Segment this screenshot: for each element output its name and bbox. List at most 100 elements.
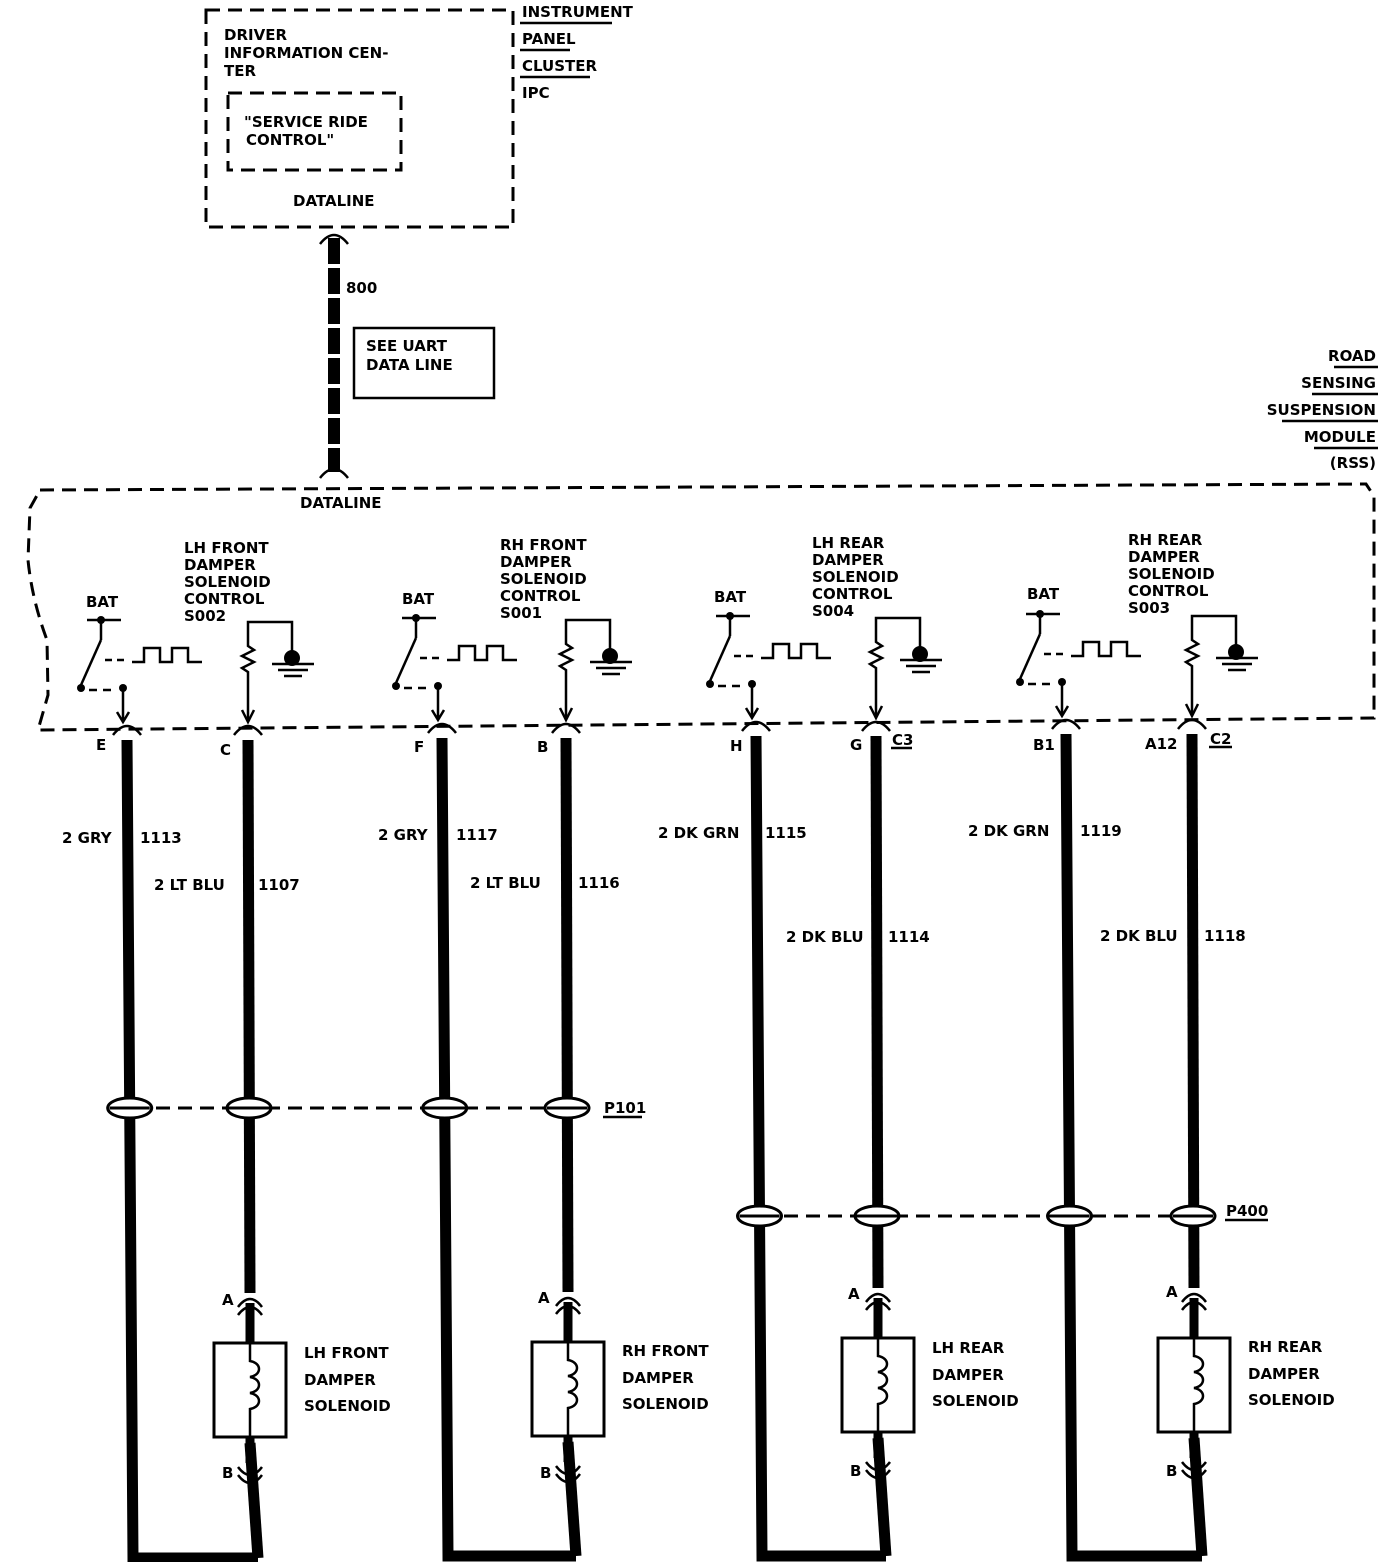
ipc-title-line-3: TER <box>224 62 256 80</box>
solenoid-rh-rear-line-1: RH REAR <box>1248 1338 1323 1356</box>
wire-label-1107-color: 2 LT BLU <box>154 876 225 894</box>
control-rh-rear-line-5: S003 <box>1128 599 1170 617</box>
pin-arrow-lh-rear <box>744 684 760 721</box>
pin-label-c: C <box>220 741 231 759</box>
control-lh-rear-line-1: LH REAR <box>812 534 885 552</box>
solenoid-rh-rear-line-2: DAMPER <box>1248 1365 1320 1383</box>
ground-symbol-rh-rear <box>1216 656 1258 672</box>
see-uart-box <box>352 326 496 400</box>
resistor-arrow-rh-rear <box>1184 703 1200 719</box>
connector-label-c3: C3 <box>892 731 913 749</box>
switch-pivot-rh-front <box>392 682 400 690</box>
control-rh-front-line-2: DAMPER <box>500 553 572 571</box>
wire-label-1116-color: 2 LT BLU <box>470 874 541 892</box>
solenoid-connector-b-bottom-lh-front <box>237 1474 263 1485</box>
pass-through-p101: P101 <box>604 1099 646 1117</box>
control-lh-front-line-1: LH FRONT <box>184 539 269 557</box>
wire-label-1119-color: 2 DK GRN <box>968 822 1049 840</box>
resistor-arrow-lh-front <box>240 709 256 725</box>
switch-blade-rh-front <box>394 637 418 684</box>
ipc-side-label-2: PANEL <box>522 30 576 48</box>
solenoid-coil-lh-front <box>248 1343 261 1437</box>
ipc-side-label-4: IPC <box>522 84 550 102</box>
solenoid-connector-b-bottom-lh-rear <box>865 1469 891 1480</box>
solenoid-rh-front-line-3: SOLENOID <box>622 1395 709 1413</box>
dataline-circuit: 800 <box>346 279 377 297</box>
solenoid-pin-a-3: A <box>848 1285 860 1303</box>
pin-arrow-rh-rear <box>1054 682 1070 719</box>
switch-pivot-lh-front <box>77 684 85 692</box>
ground-node-rh-rear <box>1228 644 1244 660</box>
ground-symbol-lh-rear <box>900 658 942 674</box>
solenoid-connector-b-top-lh-rear <box>865 1461 891 1472</box>
solenoid-lh-front-line-2: DAMPER <box>304 1371 376 1389</box>
bat-label-4: BAT <box>1027 585 1060 603</box>
solenoid-pin-a-2: A <box>538 1289 550 1307</box>
control-lh-front-line-4: CONTROL <box>184 590 265 608</box>
wire-label-1116-circuit: 1116 <box>578 874 620 892</box>
pwm-signal-lh-rear <box>761 642 831 660</box>
see-uart-line-2: DATA LINE <box>366 356 453 374</box>
solenoid-coil-lh-rear <box>876 1338 889 1432</box>
wire-label-1118-circuit: 1118 <box>1204 927 1246 945</box>
control-lh-rear-line-5: S004 <box>812 602 854 620</box>
pwm-signal-lh-front <box>132 646 202 664</box>
rss-label-3: SUSPENSION <box>1267 401 1376 419</box>
wire-label-1115-circuit: 1115 <box>765 824 807 842</box>
control-rh-rear-line-1: RH REAR <box>1128 531 1203 549</box>
wire-label-1119-circuit: 1119 <box>1080 822 1122 840</box>
pin-connector-rh-front-0 <box>427 722 457 734</box>
solenoid-coil-rh-rear <box>1192 1338 1205 1432</box>
rss-label-4: MODULE <box>1304 428 1376 446</box>
resistor-arrow-rh-front <box>558 707 574 723</box>
rss-label-1: ROAD <box>1328 347 1376 365</box>
control-lh-rear-line-3: SOLENOID <box>812 568 899 586</box>
pin-label-h: H <box>730 737 743 755</box>
wire-solenoid-rh-front <box>560 737 574 1293</box>
bat-label-1: BAT <box>86 593 119 611</box>
resistor-rh-rear <box>1183 614 1238 714</box>
resistor-rh-front <box>557 618 612 718</box>
wire-solenoid-lh-front <box>242 739 256 1294</box>
solenoid-lh-rear-line-1: LH REAR <box>932 1339 1005 1357</box>
ipc-side-label-3: CLUSTER <box>522 57 597 75</box>
rss-dataline-label: DATALINE <box>300 494 382 512</box>
solenoid-rh-front-line-1: RH FRONT <box>622 1342 709 1360</box>
switch-pivot-rh-rear <box>1016 678 1024 686</box>
wire-solenoid-rh-rear <box>1186 733 1200 1289</box>
message-box <box>226 91 403 172</box>
pin-label-f: F <box>414 738 424 756</box>
ground-symbol-lh-front <box>272 662 314 678</box>
wire-label-1114-color: 2 DK BLU <box>786 928 864 946</box>
ground-symbol-rh-front <box>590 660 632 676</box>
resistor-lh-rear <box>867 616 922 716</box>
pin-arrow-lh-front <box>115 688 131 725</box>
rss-module-outline <box>26 482 1376 732</box>
wire-label-1115-color: 2 DK GRN <box>658 824 739 842</box>
control-rh-rear-line-3: SOLENOID <box>1128 565 1215 583</box>
pin-label-b1: B1 <box>1033 736 1055 754</box>
ipc-dataline-label: DATALINE <box>293 192 375 210</box>
pin-label-b: B <box>537 738 548 756</box>
pass-through-p400: P400 <box>1226 1202 1268 1220</box>
wire-solenoid-lh-rear <box>870 735 884 1289</box>
solenoid-connector-b-bottom-rh-front <box>555 1473 581 1484</box>
pin-connector-rh-front-1 <box>551 722 581 734</box>
control-rh-front-line-5: S001 <box>500 604 542 622</box>
ground-node-rh-front <box>602 648 618 664</box>
rss-label-5: (RSS) <box>1330 454 1376 472</box>
wire-switch-lh-front <box>121 739 258 1562</box>
rss-label-2: SENSING <box>1301 374 1376 392</box>
solenoid-connector-a-top-rh-front <box>555 1296 581 1307</box>
control-lh-front-line-2: DAMPER <box>184 556 256 574</box>
wire-label-1113-circuit: 1113 <box>140 829 182 847</box>
wire-label-1117-circuit: 1117 <box>456 826 498 844</box>
control-lh-rear-line-4: CONTROL <box>812 585 893 603</box>
solenoid-pin-b-4: B <box>1166 1462 1177 1480</box>
wire-switch-rh-rear <box>1060 733 1202 1562</box>
pin-connector-lh-front-1 <box>233 724 263 736</box>
switch-pivot-lh-rear <box>706 680 714 688</box>
wire-label-1118-color: 2 DK BLU <box>1100 927 1178 945</box>
wire-switch-rh-front <box>436 737 576 1562</box>
